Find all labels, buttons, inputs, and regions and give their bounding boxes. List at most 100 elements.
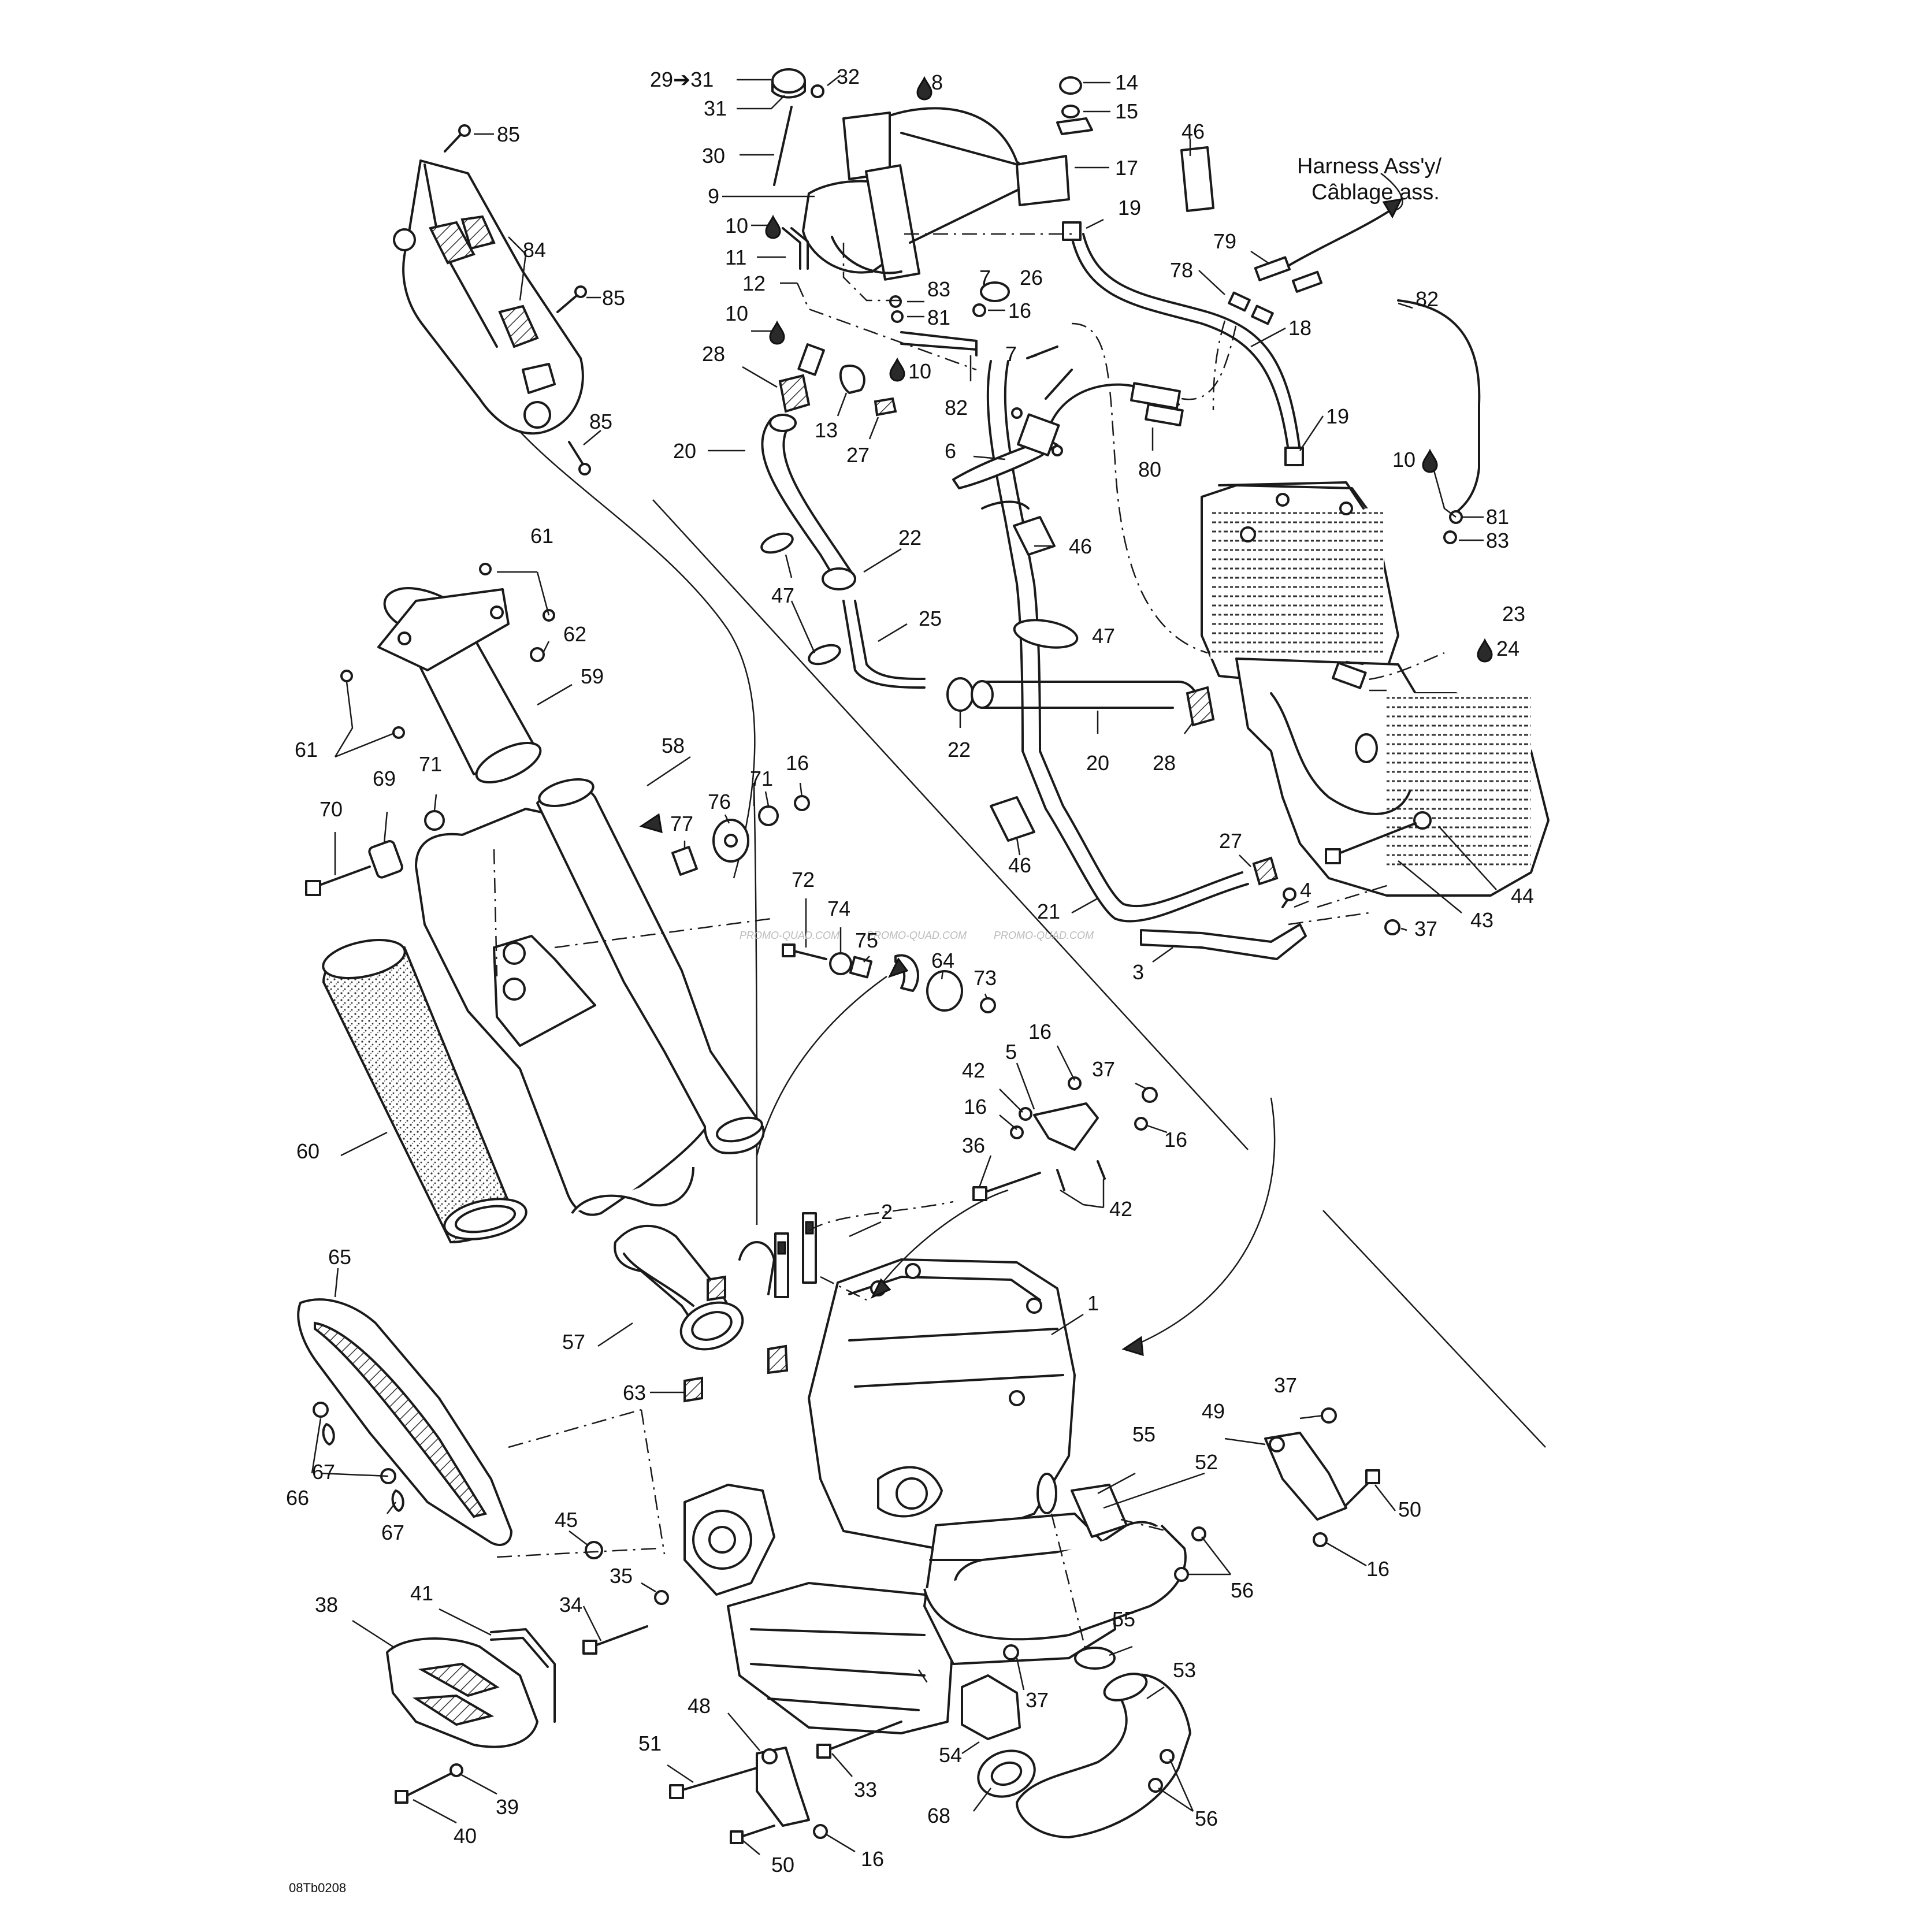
oil-tank-9 [802, 107, 1041, 281]
drop-icon [916, 76, 932, 101]
drop-icons [765, 76, 1493, 663]
callout-16g: 16 [861, 1847, 884, 1871]
callout-46a: 46 [1182, 120, 1205, 143]
drop-icon [889, 357, 905, 382]
fitting-19b [1284, 447, 1304, 466]
nut-83-top [889, 295, 902, 308]
callout-4: 4 [1300, 878, 1311, 902]
gasket-55a [1036, 1473, 1057, 1514]
callout-50a: 50 [1398, 1498, 1421, 1521]
callout-41: 41 [410, 1581, 433, 1605]
spark-plug-2 [774, 1212, 817, 1298]
leader-lines [311, 75, 1497, 1855]
callout-3: 3 [1132, 960, 1144, 984]
header-pipe-57 [614, 1224, 775, 1351]
arrow-lines [639, 783, 1144, 1357]
callout-76: 76 [708, 790, 731, 813]
nut-16-r2 [1313, 1532, 1328, 1547]
bolt-50b [730, 1825, 775, 1844]
callout-47b: 47 [1092, 624, 1115, 648]
callout-10c: 10 [908, 359, 931, 383]
callout-28b: 28 [1153, 751, 1176, 775]
callout-56a: 56 [1231, 1578, 1254, 1602]
heat-shield-84 [393, 159, 584, 435]
nut-37-low [1003, 1644, 1019, 1660]
callout-16f: 16 [1366, 1557, 1389, 1581]
nut-16-bracket-b [1010, 1125, 1024, 1139]
callout-25: 25 [919, 607, 942, 630]
callout-57: 57 [562, 1330, 585, 1354]
wire-harness-80 [1050, 323, 1238, 427]
callout-62: 62 [563, 622, 586, 646]
nut-73 [980, 997, 996, 1013]
figure-code: 08Tb0208 [289, 1881, 346, 1895]
watermark-1: PROMO-QUAD.COM [740, 930, 839, 941]
ring-47b [808, 644, 841, 666]
callout-61b: 61 [295, 738, 318, 761]
callout-49: 49 [1202, 1399, 1225, 1423]
screw-42b [1056, 1169, 1065, 1191]
brake-pedal-3 [1140, 887, 1307, 960]
callout-61a: 61 [530, 524, 553, 548]
callout-1: 1 [1087, 1291, 1099, 1315]
callout-21: 21 [1037, 900, 1060, 923]
tie-strap-46c [990, 796, 1035, 842]
callout-16b: 16 [786, 751, 809, 775]
callout-64: 64 [931, 949, 954, 972]
callout-69: 69 [373, 767, 396, 790]
callout-36: 36 [962, 1134, 985, 1157]
nut-83-right [1443, 530, 1457, 544]
callout-82b: 82 [1415, 287, 1439, 311]
nut-45 [585, 1541, 603, 1559]
callout-16c: 16 [1028, 1020, 1052, 1043]
tube-82-right [1397, 299, 1481, 518]
ring-47a [760, 532, 794, 554]
callout-66: 66 [286, 1486, 309, 1510]
callout-71a: 71 [750, 767, 773, 790]
callout-16e: 16 [1164, 1128, 1187, 1151]
cap-26 [980, 281, 1010, 302]
cap-31 [771, 68, 806, 99]
callout-19b: 19 [1326, 404, 1349, 428]
callout-85a: 85 [497, 122, 520, 146]
callout-51: 51 [638, 1732, 662, 1755]
clamp-27a [874, 397, 897, 417]
callout-45: 45 [555, 1508, 578, 1532]
callout-67b: 67 [381, 1521, 404, 1544]
callout-75: 75 [855, 928, 878, 952]
nut-16-bracket-c [1134, 1117, 1148, 1131]
bolt-33 [816, 1721, 902, 1759]
hose-clamp-22a [822, 567, 856, 590]
nut-16-mount [794, 795, 810, 811]
spacer-75 [849, 956, 873, 979]
drop-icon [1477, 638, 1493, 663]
callout-74: 74 [827, 897, 850, 920]
callout-84: 84 [523, 238, 546, 262]
bolt-61a [479, 563, 492, 575]
callout-27a: 27 [846, 443, 870, 467]
callout-35: 35 [610, 1564, 633, 1588]
bolt-50a [1345, 1469, 1380, 1506]
callout-52: 52 [1195, 1450, 1218, 1474]
exhaust-pipe-52 [923, 1521, 1187, 1641]
grommet-64 [926, 970, 963, 1012]
callout-10b: 10 [725, 302, 748, 325]
callout-10d: 10 [1392, 448, 1415, 471]
callout-19a: 19 [1118, 196, 1141, 220]
washer-32 [811, 84, 824, 98]
callout-14: 14 [1115, 70, 1138, 94]
nut-81-top [891, 310, 904, 323]
spring-63 [683, 1275, 789, 1403]
callout-55a: 55 [1132, 1422, 1156, 1446]
callout-39: 39 [496, 1795, 519, 1819]
harness-note-line2: Câblage ass. [1311, 180, 1440, 205]
callout-67a: 67 [312, 1460, 335, 1484]
washer-35 [654, 1590, 669, 1605]
hose-11 [782, 227, 809, 270]
callout-10a: 10 [725, 214, 748, 237]
nut-16-bracket-d [1068, 1076, 1082, 1090]
screw-42a [1097, 1160, 1106, 1180]
connector-78 [1228, 291, 1274, 325]
callout-2: 2 [881, 1200, 893, 1224]
